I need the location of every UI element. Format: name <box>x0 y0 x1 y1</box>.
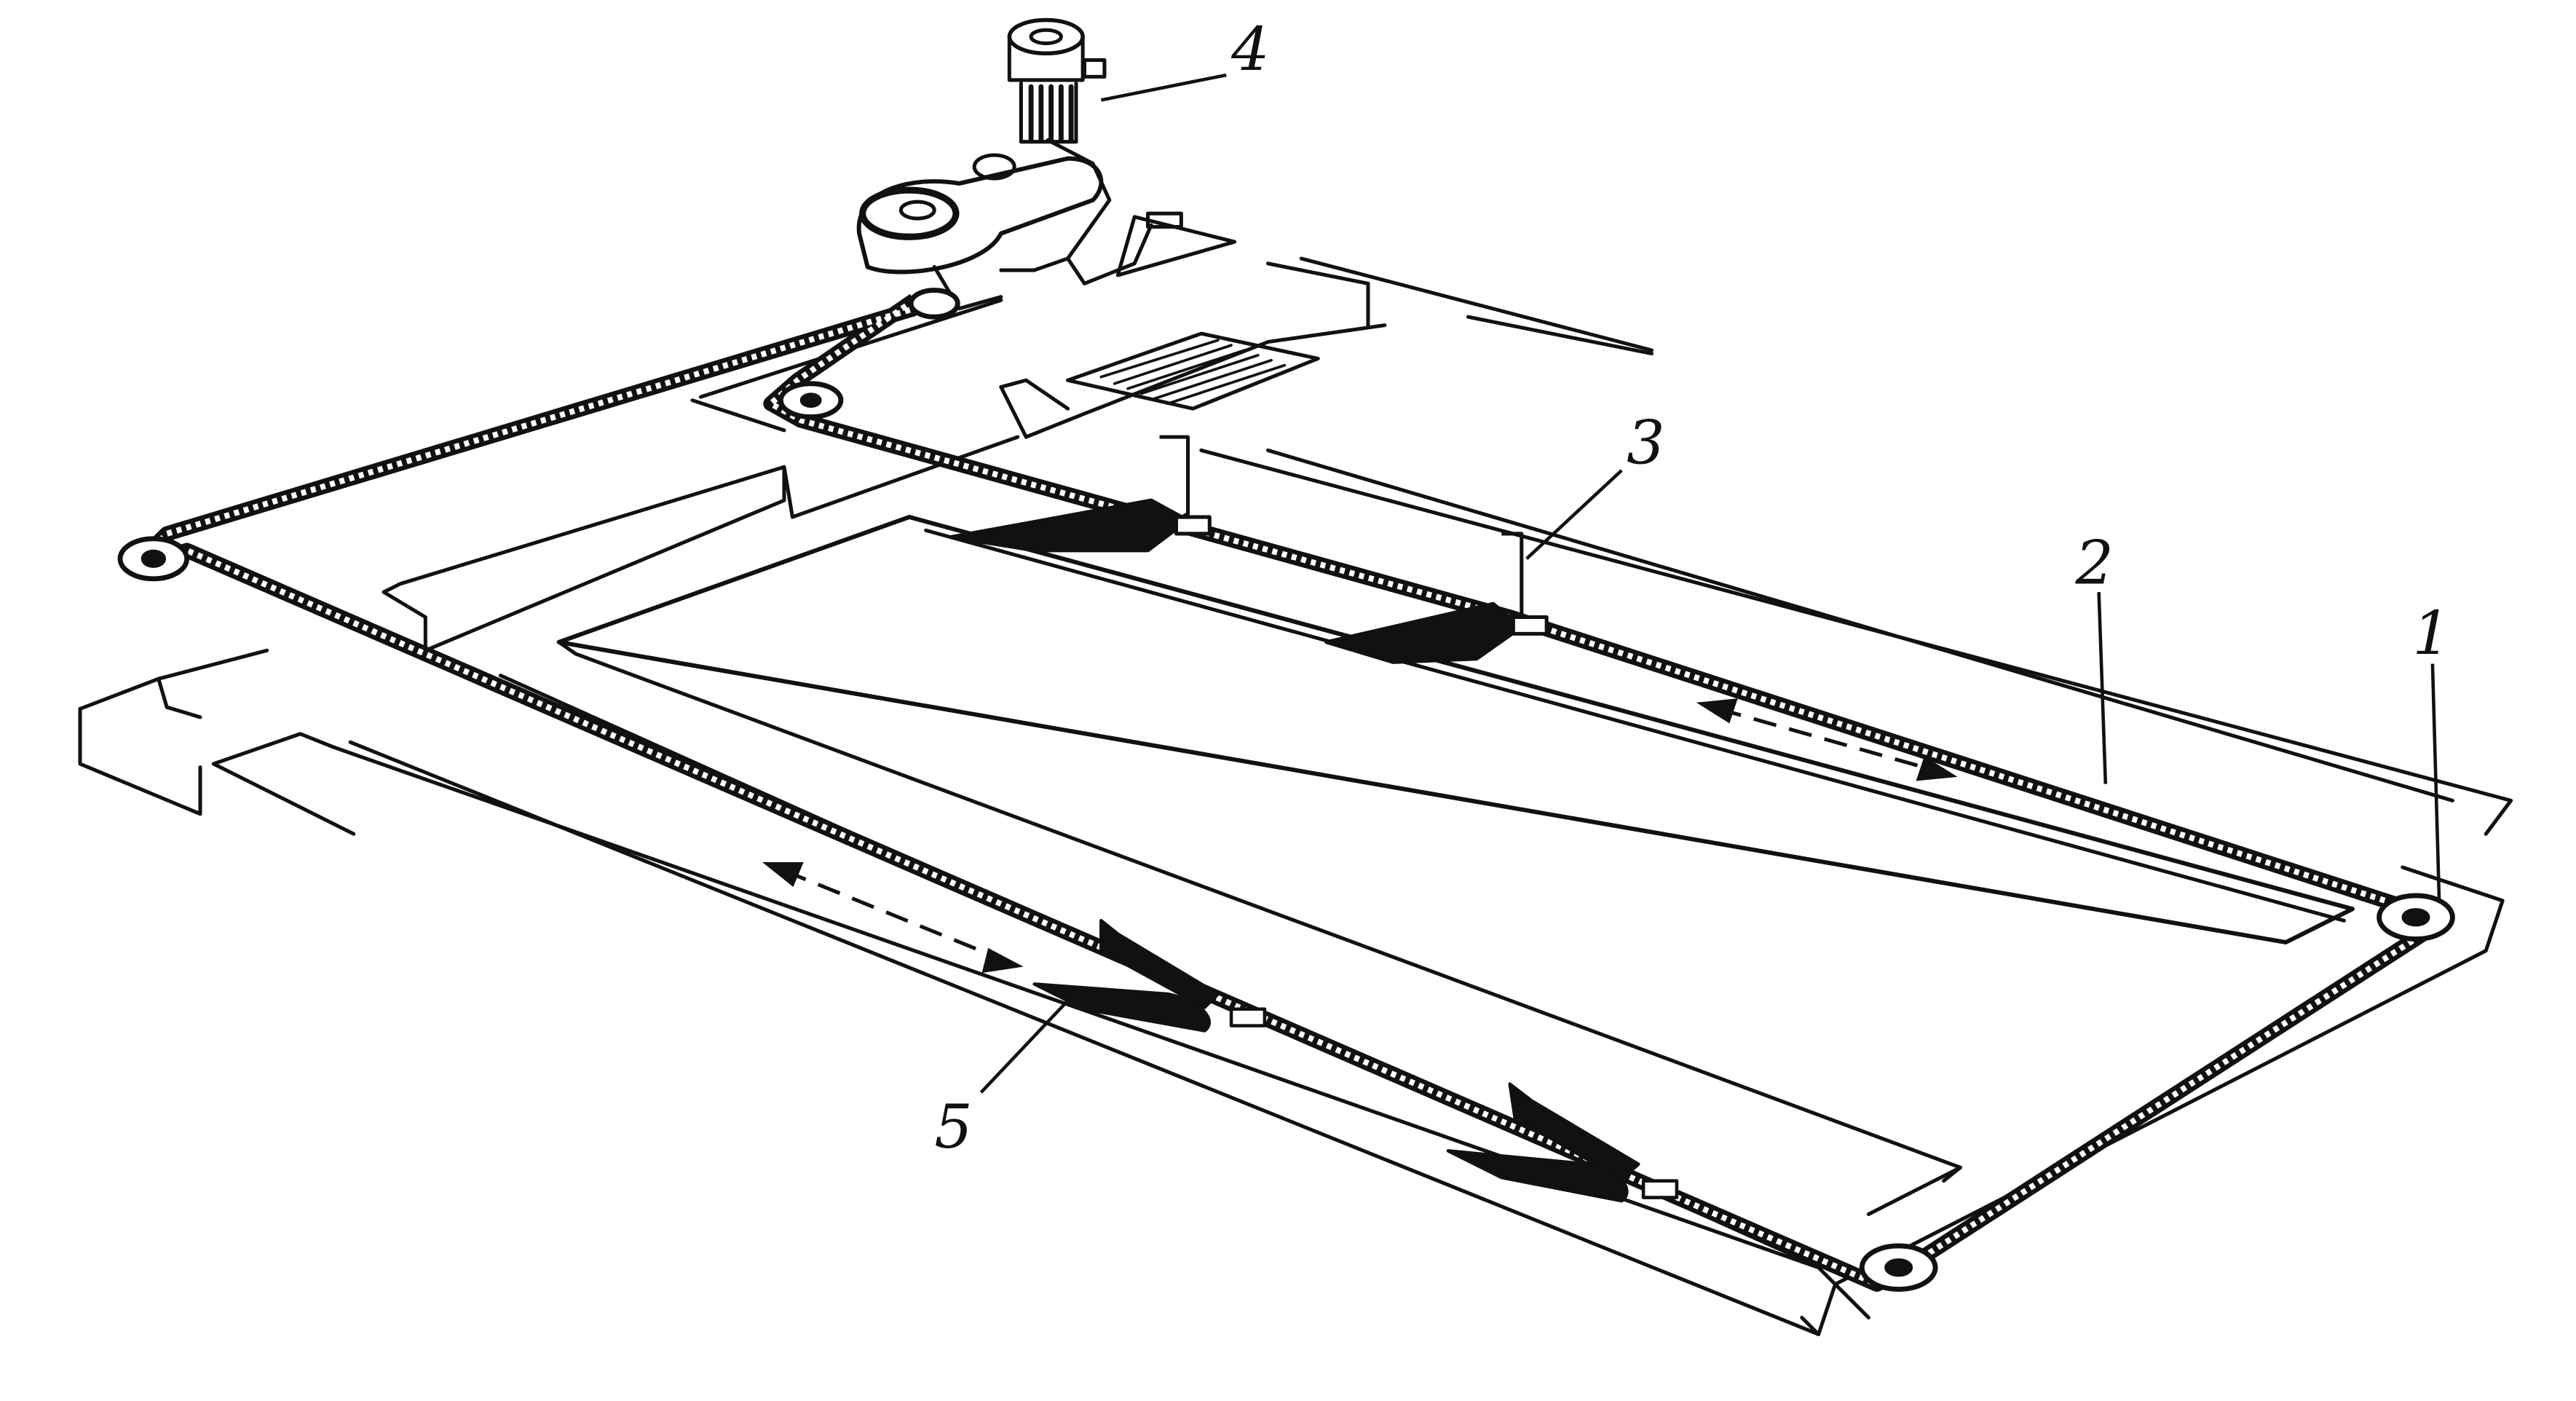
upper-rail <box>1199 256 2513 836</box>
leader-4 <box>1100 73 1227 102</box>
motion-arrows <box>762 698 1958 974</box>
perforated-plate <box>1066 331 1320 411</box>
callout-4: 4 <box>1230 15 1269 84</box>
grippers-lower <box>1032 919 1679 1203</box>
pushers-upper <box>949 435 1549 664</box>
pusher-upper-1 <box>949 435 1212 553</box>
lower-rail <box>348 740 2505 1336</box>
leader-lines <box>979 73 2441 1094</box>
callout-2: 2 <box>2075 529 2114 599</box>
sprocket-idler-top <box>778 381 844 420</box>
sprocket-bottom <box>1859 1243 1938 1292</box>
callout-1: 1 <box>2412 599 2450 668</box>
drive-motor <box>1007 17 1107 144</box>
sprocket-drive <box>908 288 960 320</box>
gear-reducer <box>856 138 1237 311</box>
sprocket-idler-left <box>117 536 190 582</box>
callout-3: 3 <box>1627 409 1664 478</box>
sprockets <box>117 288 2455 1292</box>
leader-2 <box>2097 592 2108 784</box>
sprocket-right <box>2377 893 2455 942</box>
leader-5 <box>979 999 1070 1094</box>
base-frame-left <box>78 648 1870 1319</box>
leader-1 <box>2430 663 2441 901</box>
gripper-lower-2 <box>1446 1082 1679 1203</box>
callout-labels: 1 2 3 4 5 <box>934 15 2451 1162</box>
gripper-lower-1 <box>1032 919 1267 1033</box>
callout-5: 5 <box>934 1092 972 1162</box>
leader-3 <box>1525 469 1623 560</box>
pusher-upper-2 <box>1324 532 1549 664</box>
table-plate <box>556 515 2355 1216</box>
arrow-upper <box>1696 698 1958 781</box>
arrow-lower <box>762 861 1024 974</box>
